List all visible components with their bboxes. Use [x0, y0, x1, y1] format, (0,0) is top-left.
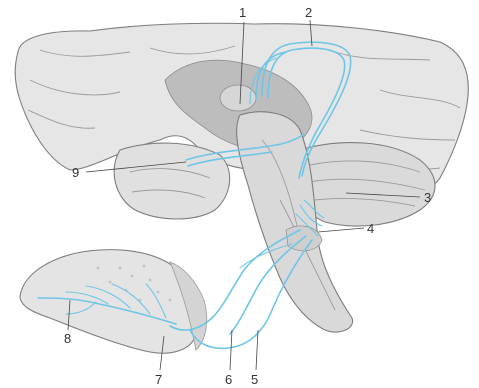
leader-6: [230, 330, 232, 370]
leader-4: [318, 228, 364, 232]
tongue: [20, 250, 207, 354]
label-4: 4: [367, 221, 374, 236]
label-7: 7: [155, 372, 162, 387]
label-5: 5: [251, 372, 258, 387]
label-2: 2: [305, 5, 312, 20]
label-9: 9: [72, 165, 79, 180]
label-1: 1: [239, 5, 246, 20]
label-3: 3: [424, 190, 431, 205]
label-6: 6: [225, 372, 232, 387]
label-8: 8: [64, 331, 71, 346]
